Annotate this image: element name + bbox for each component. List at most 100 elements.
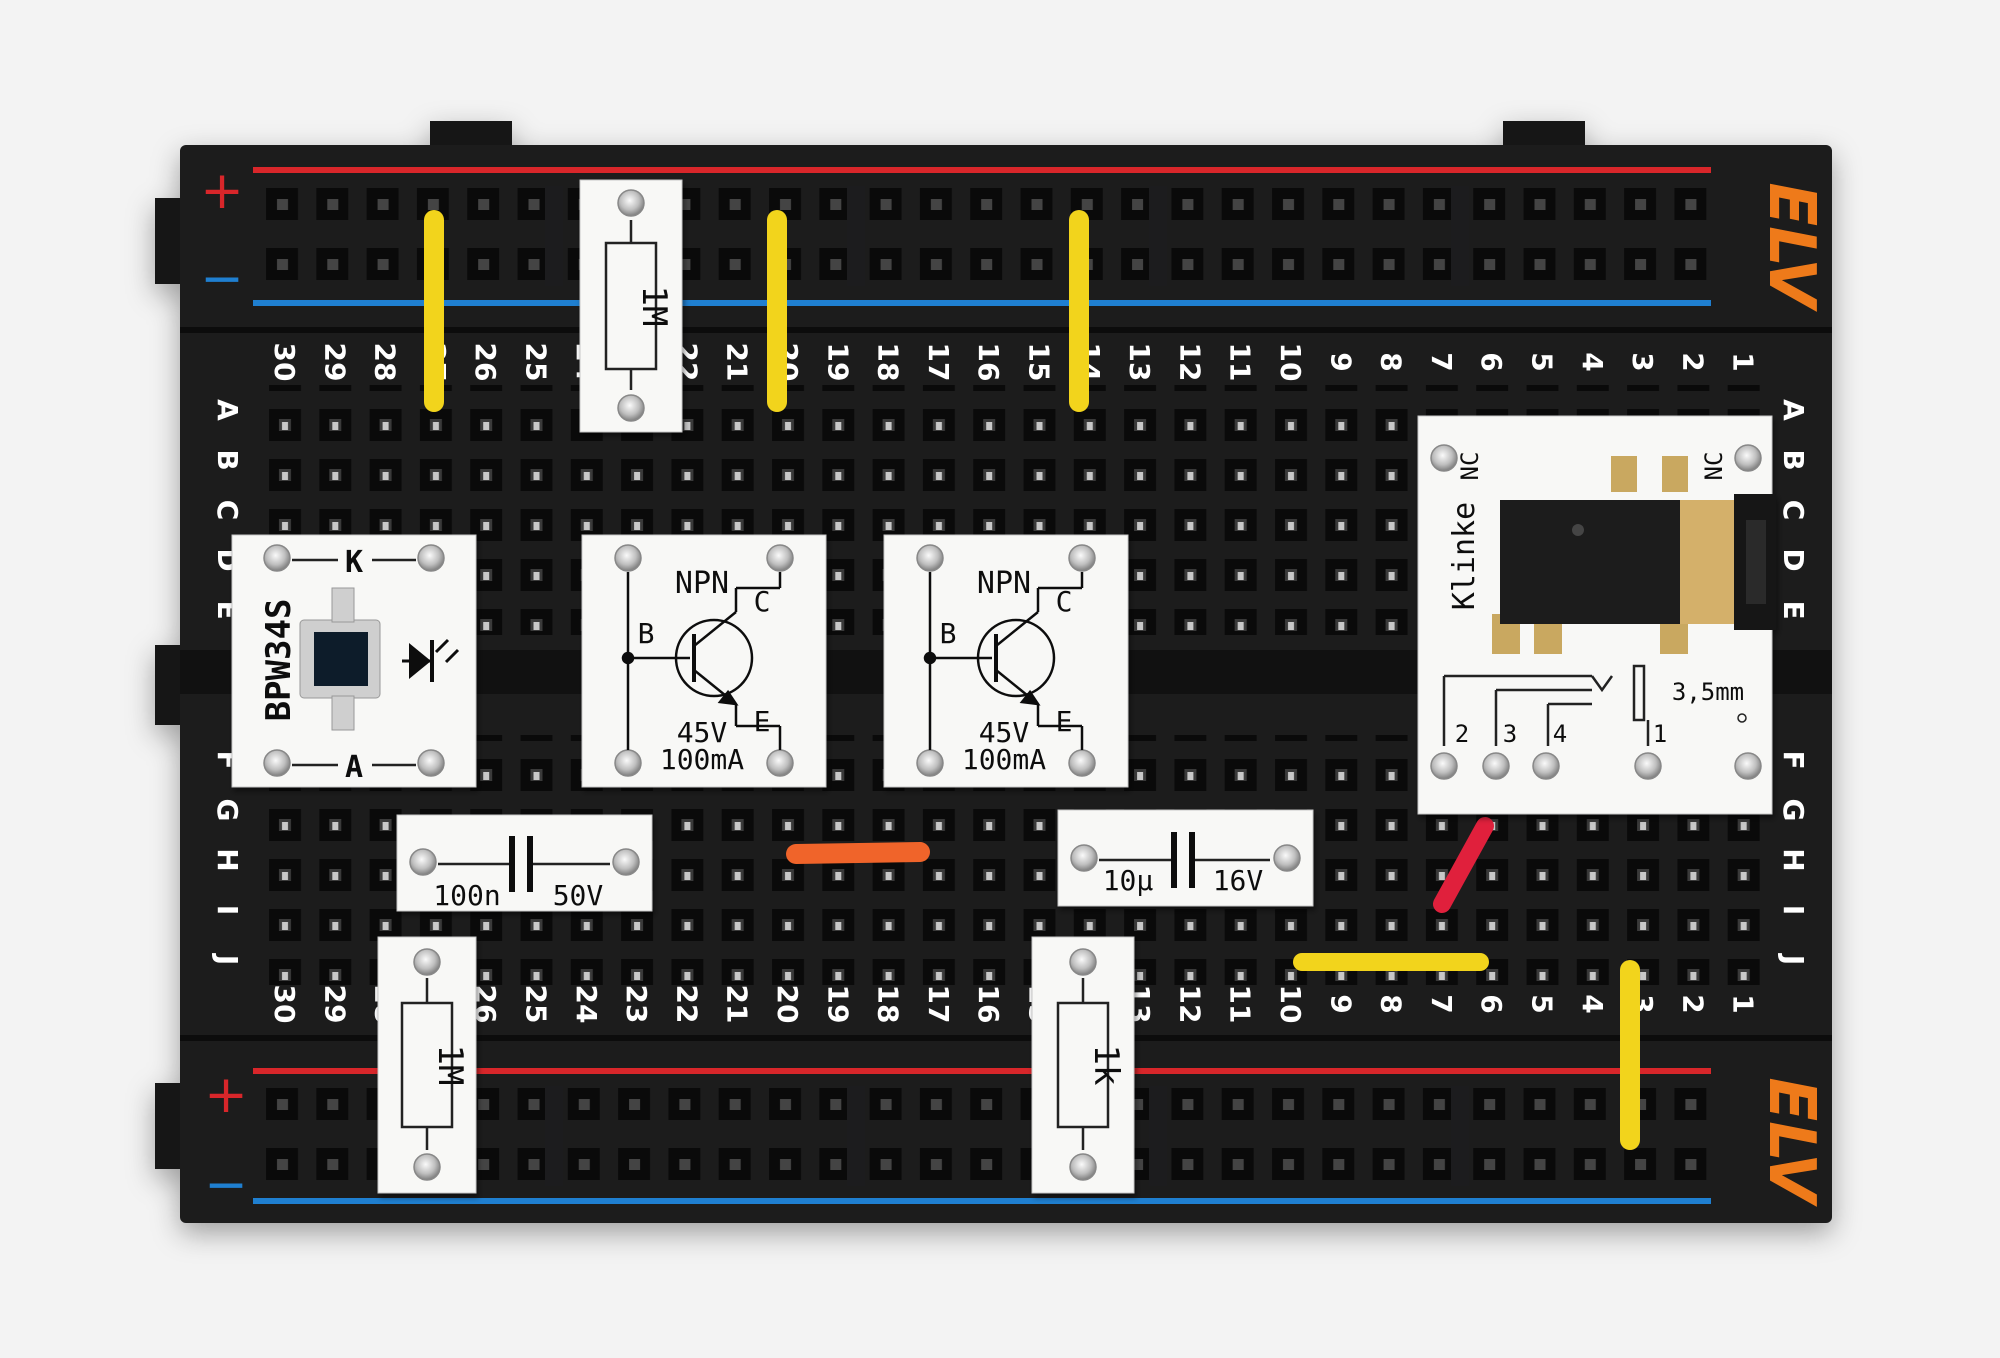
bottom-power-rail	[253, 1068, 1711, 1204]
jack-pin-1: 1	[1653, 720, 1667, 748]
capacitor-voltage: 50V	[553, 879, 604, 912]
column-number: 19	[821, 985, 854, 1024]
column-number: 13	[1123, 343, 1156, 382]
row-letter: A	[211, 399, 244, 421]
column-number: 25	[520, 985, 553, 1024]
resistor-1m-top[interactable]: 1M	[579, 179, 683, 433]
column-number: 8	[1375, 352, 1408, 371]
column-number: 11	[1224, 343, 1257, 382]
capacitor-value: 10µ	[1103, 864, 1154, 897]
column-number: 19	[821, 343, 854, 382]
column-number: 21	[721, 985, 754, 1024]
column-number: 1	[1727, 352, 1760, 371]
column-number: 5	[1526, 352, 1559, 371]
column-number: 26	[469, 343, 502, 382]
resistor-1k[interactable]: 1k	[1031, 936, 1135, 1194]
resistor-value: 1k	[1086, 1045, 1126, 1086]
bottom-rail-minus: −	[204, 1155, 248, 1215]
column-number: 24	[570, 985, 603, 1024]
column-number: 29	[318, 343, 351, 382]
npn-collector: C	[1056, 585, 1073, 618]
top-rail-plus: +	[200, 161, 244, 221]
column-number: 2	[1676, 352, 1709, 371]
column-number: 5	[1526, 994, 1559, 1013]
transistor-symbol-icon	[621, 572, 782, 750]
row-letter: E	[1777, 600, 1810, 619]
column-number: 12	[1173, 343, 1206, 382]
jumper-wires	[424, 210, 1640, 1150]
column-number: 4	[1576, 994, 1609, 1013]
capacitor-10u[interactable]: 10µ 16V	[1057, 809, 1314, 907]
column-number: 16	[972, 985, 1005, 1024]
row-letter: A	[1777, 399, 1810, 421]
column-number: 21	[721, 343, 754, 382]
column-number: 9	[1324, 994, 1357, 1013]
capacitor-100n[interactable]: 100n 50V	[396, 814, 653, 912]
nc-left-label: NC	[1456, 452, 1484, 481]
part-label: BPW34S	[259, 599, 299, 722]
npn-current: 100mA	[962, 743, 1046, 776]
column-number: 29	[318, 985, 351, 1024]
column-number: 9	[1324, 352, 1357, 371]
column-number: 23	[620, 985, 653, 1024]
capacitor-value: 100n	[433, 879, 500, 912]
resistor-1m-bottom[interactable]: 1M	[377, 936, 477, 1194]
nc-right-label: NC	[1700, 452, 1728, 481]
column-number: 12	[1173, 985, 1206, 1024]
anode-label: A	[345, 750, 363, 785]
capacitor-voltage: 16V	[1213, 864, 1264, 897]
transistor-symbol-icon	[923, 572, 1084, 750]
photodiode-symbol-icon	[402, 638, 460, 682]
column-number: 10	[1274, 343, 1307, 382]
column-number: 2	[1676, 994, 1709, 1013]
npn-voltage: 45V	[979, 716, 1030, 749]
row-letter: B	[211, 449, 244, 470]
row-letter: H	[1777, 848, 1810, 871]
row-letter: C	[211, 500, 244, 521]
resistor-value: 1M	[430, 1045, 470, 1086]
bottom-rail-plus: +	[204, 1065, 248, 1125]
cathode-label: K	[345, 545, 363, 580]
jack-size: 3,5mm	[1672, 678, 1744, 706]
npn-transistor-module-1[interactable]: NPN B C E 45V 100mA	[581, 534, 827, 788]
audio-jack-module[interactable]: NC NC Klinke 3,5mm 2	[1417, 415, 1776, 815]
column-number: 10	[1274, 985, 1307, 1024]
column-number: 1	[1727, 994, 1760, 1013]
npn-transistor-module-2[interactable]: NPN B C E 45V 100mA	[883, 534, 1129, 788]
row-letter: J	[1777, 953, 1810, 965]
column-number: 7	[1425, 994, 1458, 1013]
column-number: 30	[268, 985, 301, 1024]
jack-pin-3: 3	[1503, 720, 1517, 748]
npn-base: B	[940, 617, 957, 650]
column-number: 15	[1023, 343, 1056, 382]
jack-pin-2: 2	[1455, 720, 1469, 748]
red-wire	[1433, 817, 1494, 913]
row-letter: I	[211, 905, 244, 915]
column-number: 22	[670, 985, 703, 1024]
jack-pin-4: 4	[1553, 720, 1567, 748]
column-number: 28	[369, 343, 402, 382]
npn-current: 100mA	[660, 743, 744, 776]
npn-voltage: 45V	[677, 716, 728, 749]
column-number: 6	[1475, 352, 1508, 371]
column-number: 7	[1425, 352, 1458, 371]
npn-base: B	[638, 617, 655, 650]
npn-type: NPN	[977, 566, 1031, 601]
column-number: 6	[1475, 994, 1508, 1013]
orange-wire	[786, 842, 930, 864]
photodiode-module[interactable]: K A BPW34S	[231, 534, 477, 788]
row-letter: D	[1777, 548, 1810, 571]
headphone-jack-icon	[1492, 456, 1776, 654]
column-number: 20	[771, 985, 804, 1024]
column-number: 17	[922, 985, 955, 1024]
column-number: 30	[268, 343, 301, 382]
row-letter: G	[211, 799, 244, 822]
column-number: 4	[1576, 352, 1609, 371]
top-rail-minus: −	[200, 249, 244, 309]
column-number: 18	[872, 343, 905, 382]
row-letter: J	[211, 953, 244, 965]
column-number: 17	[922, 343, 955, 382]
row-letter: F	[1777, 750, 1810, 769]
row-letter: I	[1777, 905, 1810, 915]
